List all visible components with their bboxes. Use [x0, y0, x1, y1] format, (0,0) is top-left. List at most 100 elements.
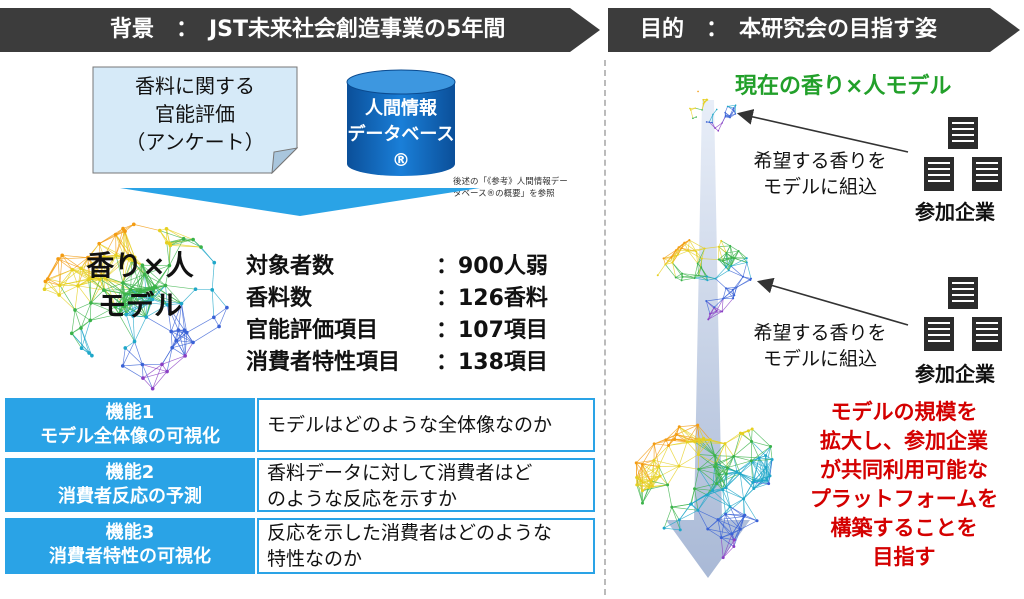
brain-node [676, 253, 679, 256]
brain-node [680, 247, 683, 250]
brain-link [751, 441, 771, 447]
brain-node [183, 354, 187, 358]
brain-link [142, 364, 153, 389]
brain-node [124, 312, 129, 317]
brain-link [105, 277, 131, 290]
brain-node [79, 346, 84, 351]
hope-text-2: 希望する香りを モデルに組込 [740, 320, 900, 372]
brain-link [671, 247, 679, 258]
brain-link [101, 275, 105, 291]
brain-link [717, 519, 735, 541]
brain-link [683, 242, 689, 252]
brain-link [751, 460, 771, 477]
brain-link [161, 355, 186, 365]
brain-link [178, 329, 186, 356]
brain-node [674, 249, 677, 252]
brain-link [681, 247, 697, 252]
brain-link [690, 494, 708, 505]
brain-link [708, 311, 723, 320]
brain-link [665, 439, 688, 443]
brain-link [725, 513, 744, 517]
brain-link [167, 303, 182, 306]
brain-link [640, 480, 653, 487]
brain-link [59, 284, 79, 287]
brain-node [667, 443, 671, 447]
brain-link [717, 516, 744, 521]
brain-link [690, 109, 694, 119]
brain-link [635, 443, 655, 464]
brain-node [681, 275, 684, 278]
brain-link [711, 114, 714, 123]
brain-link [166, 239, 194, 244]
brain-link [739, 460, 752, 474]
brain-link [694, 277, 708, 281]
brain-link [726, 245, 731, 254]
brain-link [171, 329, 179, 348]
brain-link [694, 263, 699, 279]
brain-node [97, 241, 102, 246]
brain-link [145, 299, 153, 318]
brain-link [642, 480, 652, 491]
brain-node [708, 438, 712, 442]
brain-link [678, 454, 699, 467]
survey-note-line: （アンケート） [125, 130, 265, 154]
brain-link [752, 475, 771, 483]
brain-link [743, 488, 755, 500]
brain-link [213, 307, 228, 318]
brain-link [679, 426, 700, 443]
brain-link [709, 311, 723, 315]
brain-link [753, 483, 769, 489]
brain-node [721, 488, 725, 492]
brain-link [650, 460, 655, 482]
brain-link [751, 441, 760, 459]
brain-link [77, 285, 104, 291]
reference-note-line: 後述の「《参考》人間情報デー [453, 177, 568, 187]
brain-link [640, 480, 650, 488]
brain-link [722, 252, 727, 262]
brain-node [705, 300, 708, 303]
brain-node [167, 263, 172, 268]
brain-link [165, 265, 170, 286]
brain-link [678, 465, 699, 470]
brain-node [123, 346, 128, 350]
brain-node [730, 532, 734, 536]
brain-node [725, 251, 728, 254]
brain-node [85, 255, 90, 260]
hope-line: モデルに組込 [762, 176, 877, 198]
brain-link [115, 231, 126, 256]
brain-link [721, 537, 735, 547]
brain-link [653, 443, 660, 467]
brain-node [707, 318, 710, 321]
brain-link [105, 257, 130, 279]
brain-link [181, 288, 196, 304]
brain-node [769, 444, 773, 448]
brain-link [98, 243, 103, 276]
brain-node [57, 283, 62, 288]
brain-link [714, 443, 726, 456]
brain-link [650, 480, 668, 486]
company-label: 参加企業 [915, 200, 995, 224]
brain-link [689, 239, 705, 249]
brain-node [717, 130, 720, 132]
brain-link [135, 265, 143, 295]
brain-link [98, 228, 124, 244]
brain-node [714, 277, 717, 280]
brain-node [749, 459, 753, 463]
brain-link [122, 347, 126, 366]
brain-link [675, 273, 683, 278]
brain-node [696, 508, 700, 512]
feature-3-label: 機能3 消費者特性の可視化 [5, 518, 255, 574]
brain-node [721, 122, 723, 124]
brain-link [708, 310, 717, 320]
brain-link [697, 510, 709, 530]
brain-node [123, 229, 127, 234]
brain-node [738, 431, 742, 435]
brain-link [134, 257, 145, 275]
brain-link [668, 445, 680, 467]
brain-link [170, 238, 184, 246]
brain-link [671, 506, 698, 511]
brain-node [725, 466, 729, 470]
brain-link [748, 430, 752, 442]
brain-link [724, 106, 728, 113]
brain-link [710, 439, 726, 444]
